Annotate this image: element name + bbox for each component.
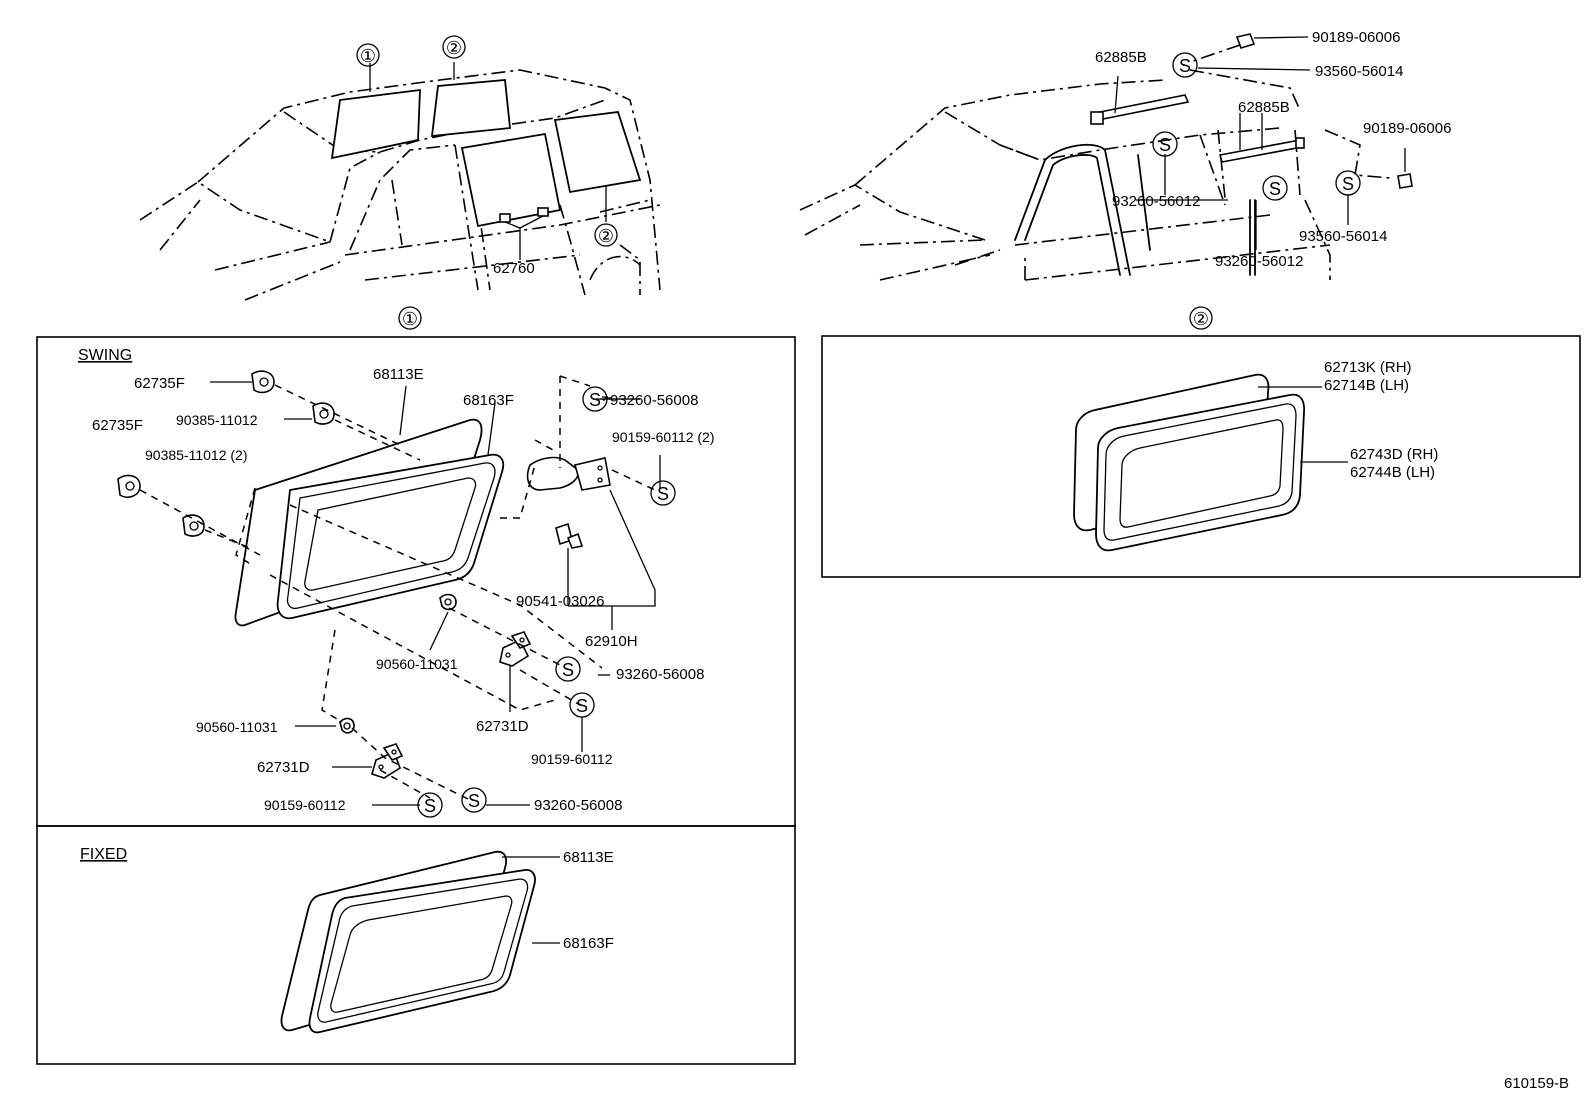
s-marker: S <box>569 692 595 718</box>
svg-text:S: S <box>562 660 574 680</box>
svg-text:①: ① <box>402 309 418 329</box>
part-label: 93260-56008 <box>534 797 622 814</box>
latch-bracket <box>499 631 532 667</box>
part-label: 93260-56012 <box>1215 253 1303 270</box>
part-label: 93560-56014 <box>1315 63 1403 80</box>
part-label: 90159-60112 <box>531 751 613 767</box>
part-label: 90385-11012 <box>176 412 258 428</box>
part-label: 62885B <box>1095 49 1147 66</box>
glass-hinge <box>526 456 611 491</box>
part-label: 90560-11031 <box>196 719 278 735</box>
part-label: 90159-60112 (2) <box>612 429 714 445</box>
svg-text:S: S <box>576 696 588 716</box>
part-label: 62885B <box>1238 99 1290 116</box>
window-latch <box>537 207 549 217</box>
part-label: 93260-56012 <box>1112 193 1200 210</box>
svg-text:S: S <box>1342 174 1354 194</box>
section-2-panel <box>821 335 1581 578</box>
nut-icon <box>439 593 457 611</box>
part-label: 62714B (LH) <box>1324 377 1409 394</box>
part-label: 62910H <box>585 633 638 650</box>
svg-text:S: S <box>1159 135 1171 155</box>
window-2-front <box>430 79 511 138</box>
drip-molding-front <box>1093 94 1190 121</box>
swing-title: SWING <box>78 347 132 364</box>
s-marker: S <box>417 792 443 818</box>
callout-label: ② <box>598 226 614 246</box>
quarter-glass-assembly <box>1073 373 1305 552</box>
part-label: 62735F <box>92 417 143 434</box>
svg-text:S: S <box>1179 56 1191 76</box>
part-label: 62731D <box>476 718 529 735</box>
callout-ref-2: ② <box>442 35 466 59</box>
part-label: 90159-60112 <box>264 797 346 813</box>
part-label: 68163F <box>463 392 514 409</box>
part-label: 90541-03026 <box>516 593 604 610</box>
drawing-code: 610159-B <box>1504 1075 1569 1092</box>
part-label: 62744B (LH) <box>1350 464 1435 481</box>
window-2-rear <box>553 111 642 194</box>
weatherstrip-outer <box>276 453 505 620</box>
svg-text:S: S <box>657 484 669 504</box>
callout-label: ① <box>360 46 376 66</box>
window-latch <box>499 213 511 223</box>
s-marker: S <box>582 386 608 412</box>
part-label: 90385-11012 (2) <box>145 447 247 463</box>
vehicle-view-right <box>799 33 1413 281</box>
section-1-heading: ① <box>398 306 422 330</box>
s-marker: S <box>555 656 581 682</box>
svg-text:S: S <box>468 791 480 811</box>
part-label: 62713K (RH) <box>1324 359 1412 376</box>
molding-end <box>1295 137 1305 149</box>
vehicle-view-left <box>139 62 661 301</box>
part-label: 62731D <box>257 759 310 776</box>
section-2-heading: ② <box>1189 306 1213 330</box>
s-marker: S <box>1262 175 1288 201</box>
s-marker: S <box>1335 170 1361 196</box>
svg-text:S: S <box>1269 179 1281 199</box>
part-label: 62735F <box>134 375 185 392</box>
fixed-panel <box>36 825 796 1065</box>
fixed-title: FIXED <box>80 846 127 863</box>
part-label: 62743D (RH) <box>1350 446 1438 463</box>
s-marker: S <box>1152 131 1178 157</box>
clip-icon <box>1397 173 1413 189</box>
grommet-icon <box>182 514 205 537</box>
svg-text:S: S <box>589 390 601 410</box>
part-label: 68163F <box>563 935 614 952</box>
bushing-icon <box>117 474 141 498</box>
callout-label: ② <box>446 38 462 58</box>
part-label: 62760 <box>493 260 535 277</box>
part-label: 90560-11031 <box>376 656 458 672</box>
part-label: 68113E <box>373 366 424 383</box>
drip-molding-rear <box>1218 139 1304 163</box>
window-1 <box>330 88 421 160</box>
molding-end <box>1090 111 1104 125</box>
svg-text:②: ② <box>1193 309 1209 329</box>
svg-text:S: S <box>424 796 436 816</box>
fixed-weatherstrip <box>308 869 536 1034</box>
s-marker: S <box>650 480 676 506</box>
callout-ref-2b: ② <box>594 223 618 247</box>
s-marker: S <box>461 787 487 813</box>
swing-glass-assembly <box>234 418 505 627</box>
s-marker: S <box>1172 52 1198 78</box>
fixed-glass-assembly <box>280 850 536 1034</box>
latch-bracket <box>371 743 404 779</box>
sliding-window <box>460 132 562 228</box>
bushing-icon <box>251 370 275 394</box>
part-label: 68113E <box>563 849 614 866</box>
hinge-screw <box>555 522 584 549</box>
part-label: 93560-56014 <box>1299 228 1387 245</box>
clip-icon <box>1235 33 1256 49</box>
part-label: 93260-56008 <box>616 666 704 683</box>
part-label: 90189-06006 <box>1312 29 1400 46</box>
part-label: 90189-06006 <box>1363 120 1451 137</box>
part-label: 93260-56008 <box>610 392 698 409</box>
callout-ref-1: ① <box>356 43 380 67</box>
nut-icon <box>339 717 355 734</box>
grommet-icon <box>312 402 335 425</box>
